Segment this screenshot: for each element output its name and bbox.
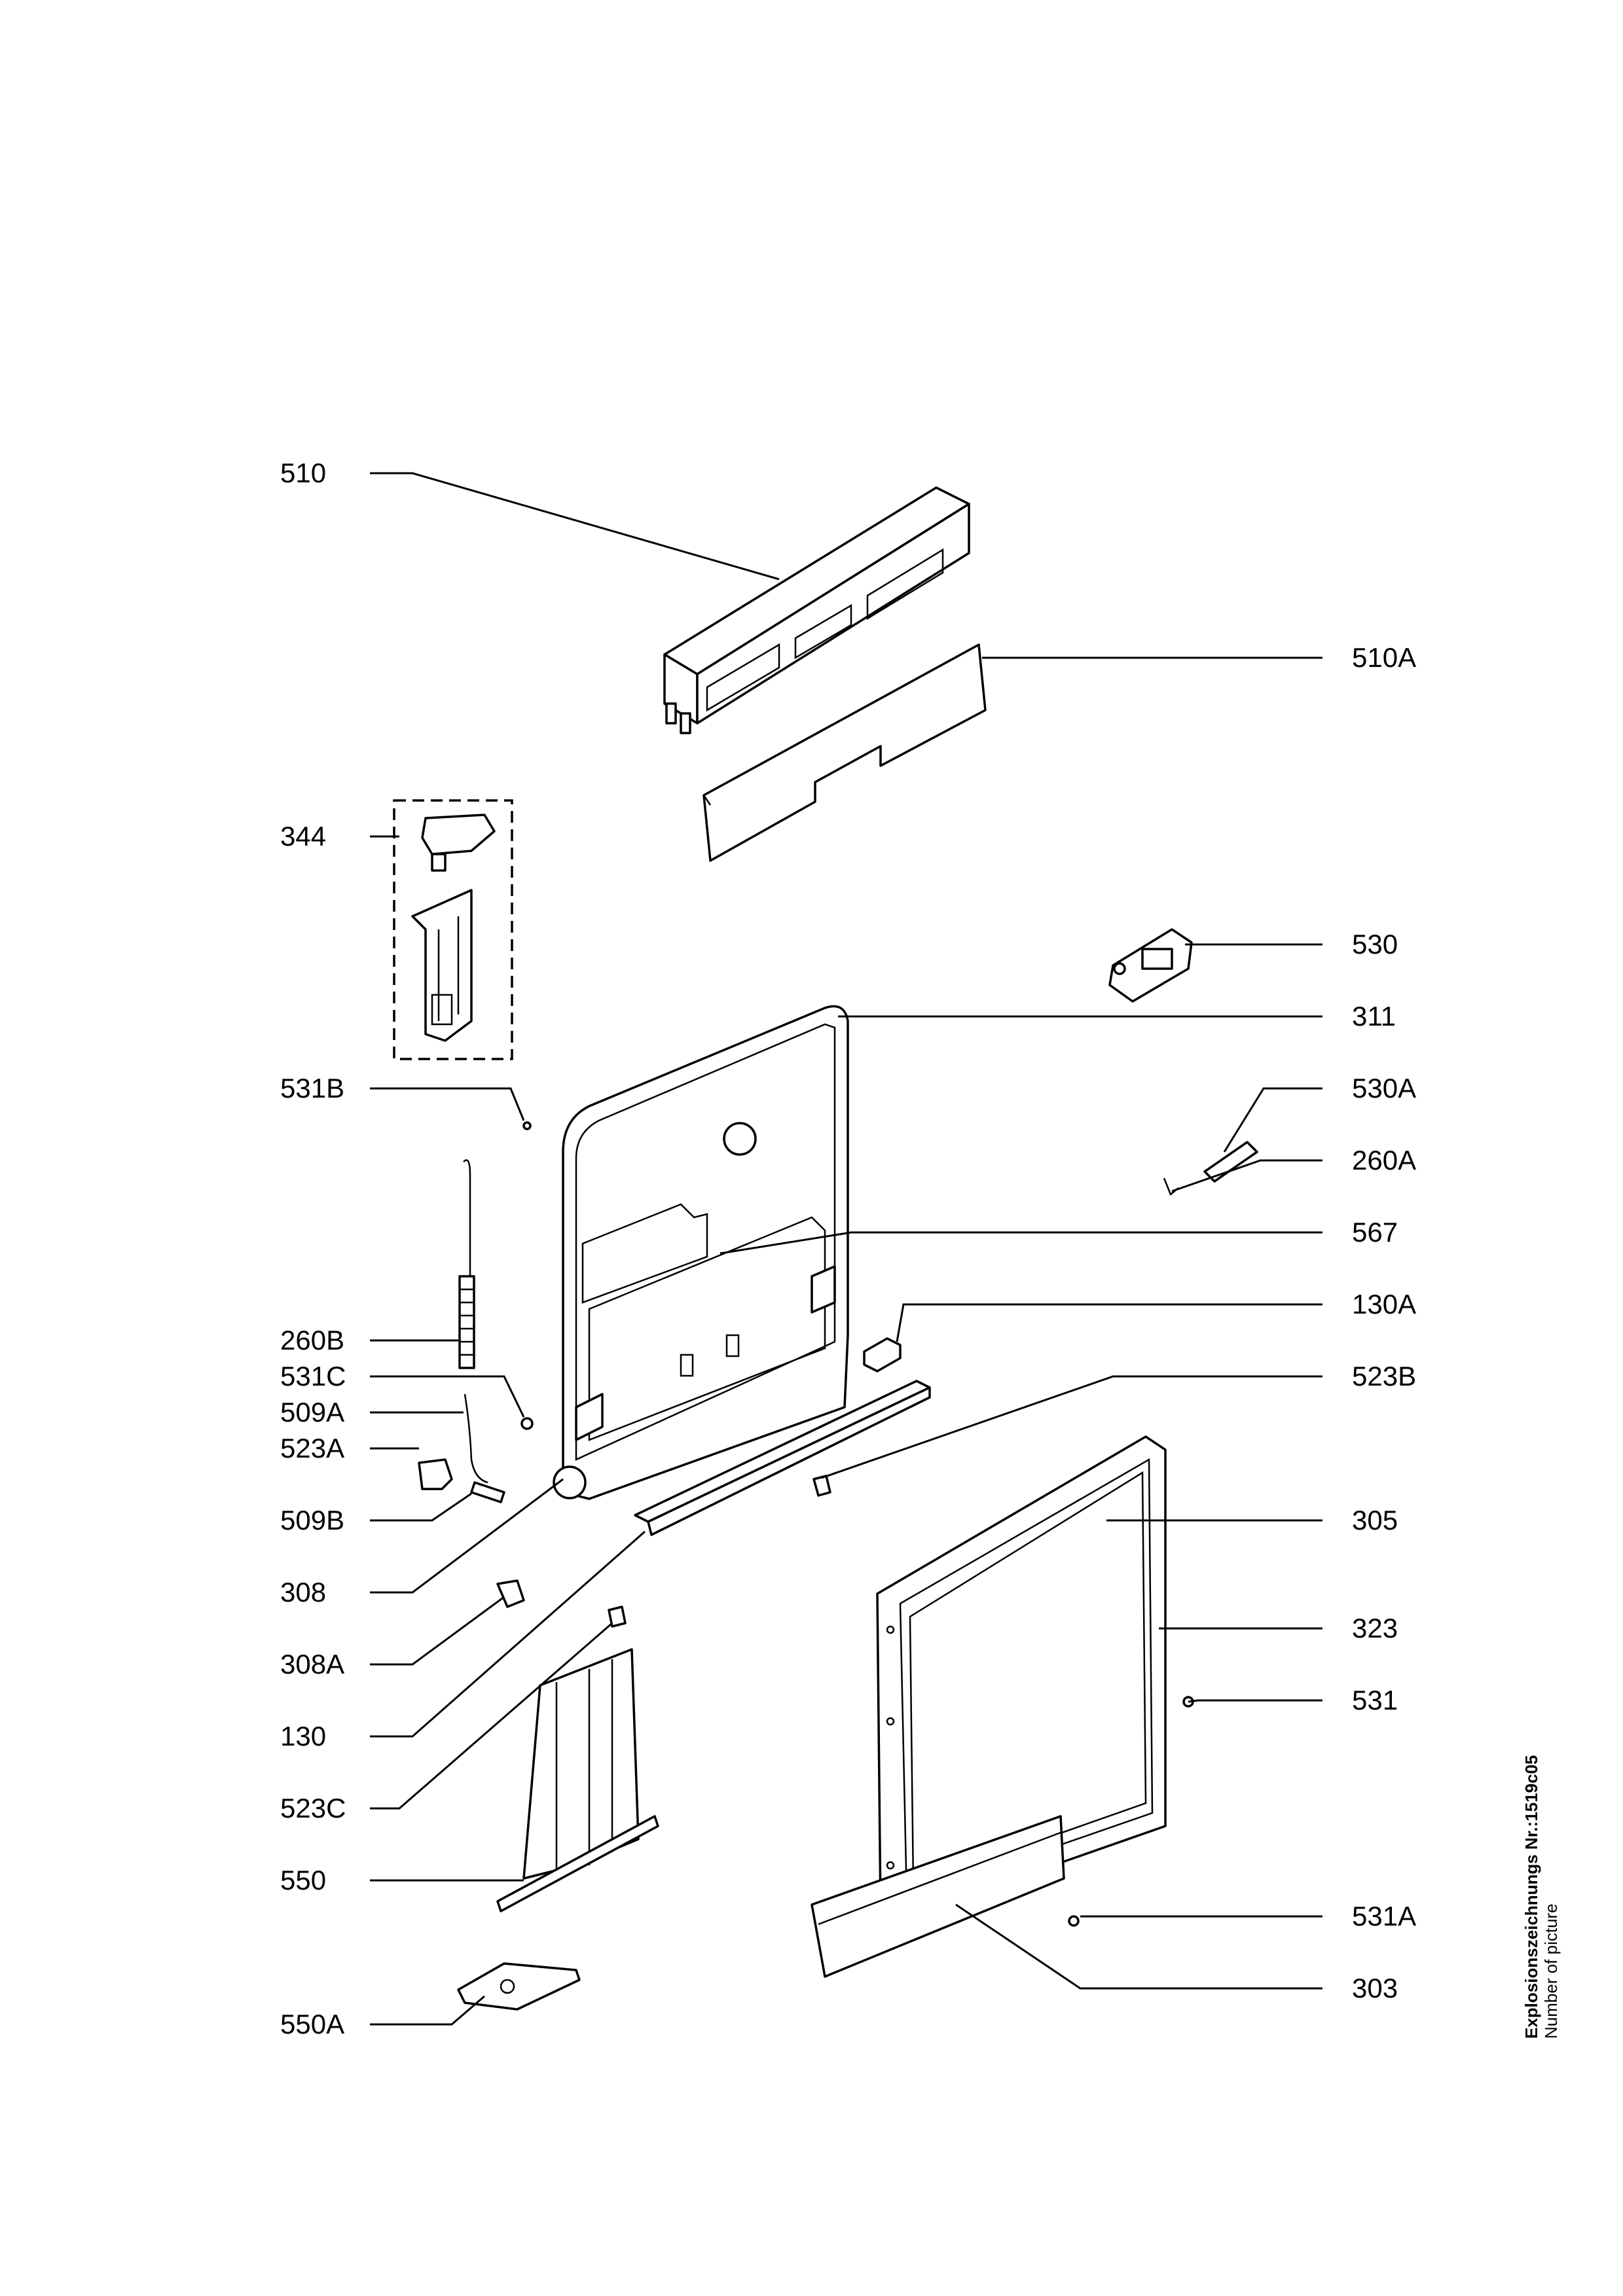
label-323: 323 [1352, 1613, 1398, 1643]
label-523C: 523C [280, 1793, 346, 1823]
part-130A-block [863, 1337, 902, 1372]
label-531B: 531B [280, 1073, 344, 1103]
part-523A-clip [418, 1458, 453, 1490]
part-509B-pin [470, 1481, 505, 1503]
label-344: 344 [280, 821, 326, 852]
label-509A: 509A [280, 1397, 344, 1427]
picture-number: Explosionszeichnungs Nr.:1519c05 [1522, 1755, 1541, 2039]
label-130A: 130A [1352, 1289, 1416, 1319]
part-531A-screw [1068, 1915, 1080, 1927]
part-509A-cable [464, 1393, 488, 1484]
label-523B: 523B [1352, 1361, 1416, 1391]
label-303: 303 [1352, 1973, 1398, 2003]
label-308: 308 [280, 1577, 326, 1607]
label-550A: 550A [280, 2009, 344, 2039]
label-509B: 509B [280, 1505, 344, 1535]
label-550: 550 [280, 1865, 326, 1895]
part-510A-insulation-strip [702, 643, 987, 862]
part-523B-clip [812, 1475, 831, 1497]
part-530-door-lock [1108, 928, 1193, 1003]
part-530A-latch [1203, 1141, 1258, 1183]
label-308A: 308A [280, 1649, 344, 1679]
label-260A: 260A [1352, 1145, 1416, 1175]
label-567: 567 [1352, 1217, 1398, 1247]
label-530: 530 [1352, 929, 1398, 960]
part-531C-screw [520, 1417, 534, 1430]
part-344-hinge-assembly [393, 799, 513, 1060]
label-260B: 260B [280, 1325, 344, 1355]
label-130: 130 [280, 1721, 326, 1751]
label-311: 311 [1352, 1001, 1396, 1031]
leader-lines [370, 472, 1322, 2026]
label-530A: 530A [1352, 1073, 1416, 1103]
part-303-kick-plate [811, 1815, 1065, 1978]
part-550-support [496, 1648, 659, 1912]
label-510A: 510A [1352, 642, 1416, 673]
part-130-rail [634, 1380, 931, 1536]
part-311-inner-door [553, 1005, 849, 1500]
part-531B-screw [522, 1121, 532, 1130]
part-260A-pin [1163, 1177, 1179, 1196]
part-260B-spring [458, 1159, 475, 1369]
label-531C: 531C [280, 1361, 346, 1391]
part-308A-bracket [496, 1579, 525, 1608]
label-305: 305 [1352, 1505, 1398, 1535]
label-510: 510 [280, 457, 326, 488]
label-531: 531 [1352, 1685, 1398, 1715]
part-550A-bracket [457, 1962, 581, 2011]
part-523C-clip [608, 1605, 627, 1628]
part-510-control-panel [663, 486, 970, 734]
picture-caption: Number of picture [1541, 1903, 1561, 2039]
label-523A: 523A [280, 1433, 344, 1463]
label-531A: 531A [1352, 1901, 1416, 1931]
